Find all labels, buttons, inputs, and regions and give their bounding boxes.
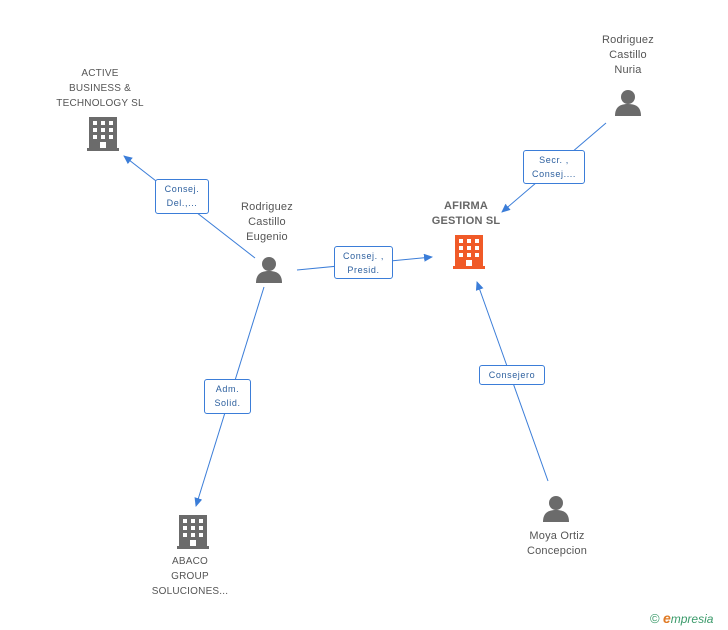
edge-label-moya-to-afirma[interactable]: Consejero (479, 365, 545, 385)
building-icon (177, 515, 209, 549)
node-moya-ortiz[interactable]: Moya Ortiz Concepcion (526, 530, 588, 557)
person-icon (256, 257, 282, 283)
edge-label-eugenio-to-abaco[interactable]: Adm. Solid. (204, 379, 251, 414)
person-icon (615, 90, 641, 116)
node-rodriguez-nuria[interactable]: Rodriguez Castillo Nuria (602, 34, 654, 76)
main-building-icon (453, 235, 485, 269)
node-abaco-group[interactable]: ABACO GROUP SOLUCIONES... (151, 556, 229, 597)
edge-label-eugenio-to-afirma[interactable]: Consej. , Presid. (334, 246, 393, 279)
node-afirma-gestion[interactable]: AFIRMA GESTION SL (431, 200, 501, 227)
edge-label-nuria-to-afirma[interactable]: Secr. , Consej.... (523, 150, 585, 184)
empresia-logo: © empresia (650, 610, 713, 626)
person-icon (543, 496, 569, 522)
node-active-business[interactable]: ACTIVE BUSINESS & TECHNOLOGY SL (56, 68, 144, 109)
brand-name: empresia (662, 610, 714, 626)
node-rodriguez-eugenio[interactable]: Rodriguez Castillo Eugenio (241, 201, 293, 243)
edge-label-eugenio-to-active[interactable]: Consej. Del.,... (155, 179, 209, 214)
building-icon (87, 117, 119, 151)
copyright-symbol: © (650, 611, 660, 626)
